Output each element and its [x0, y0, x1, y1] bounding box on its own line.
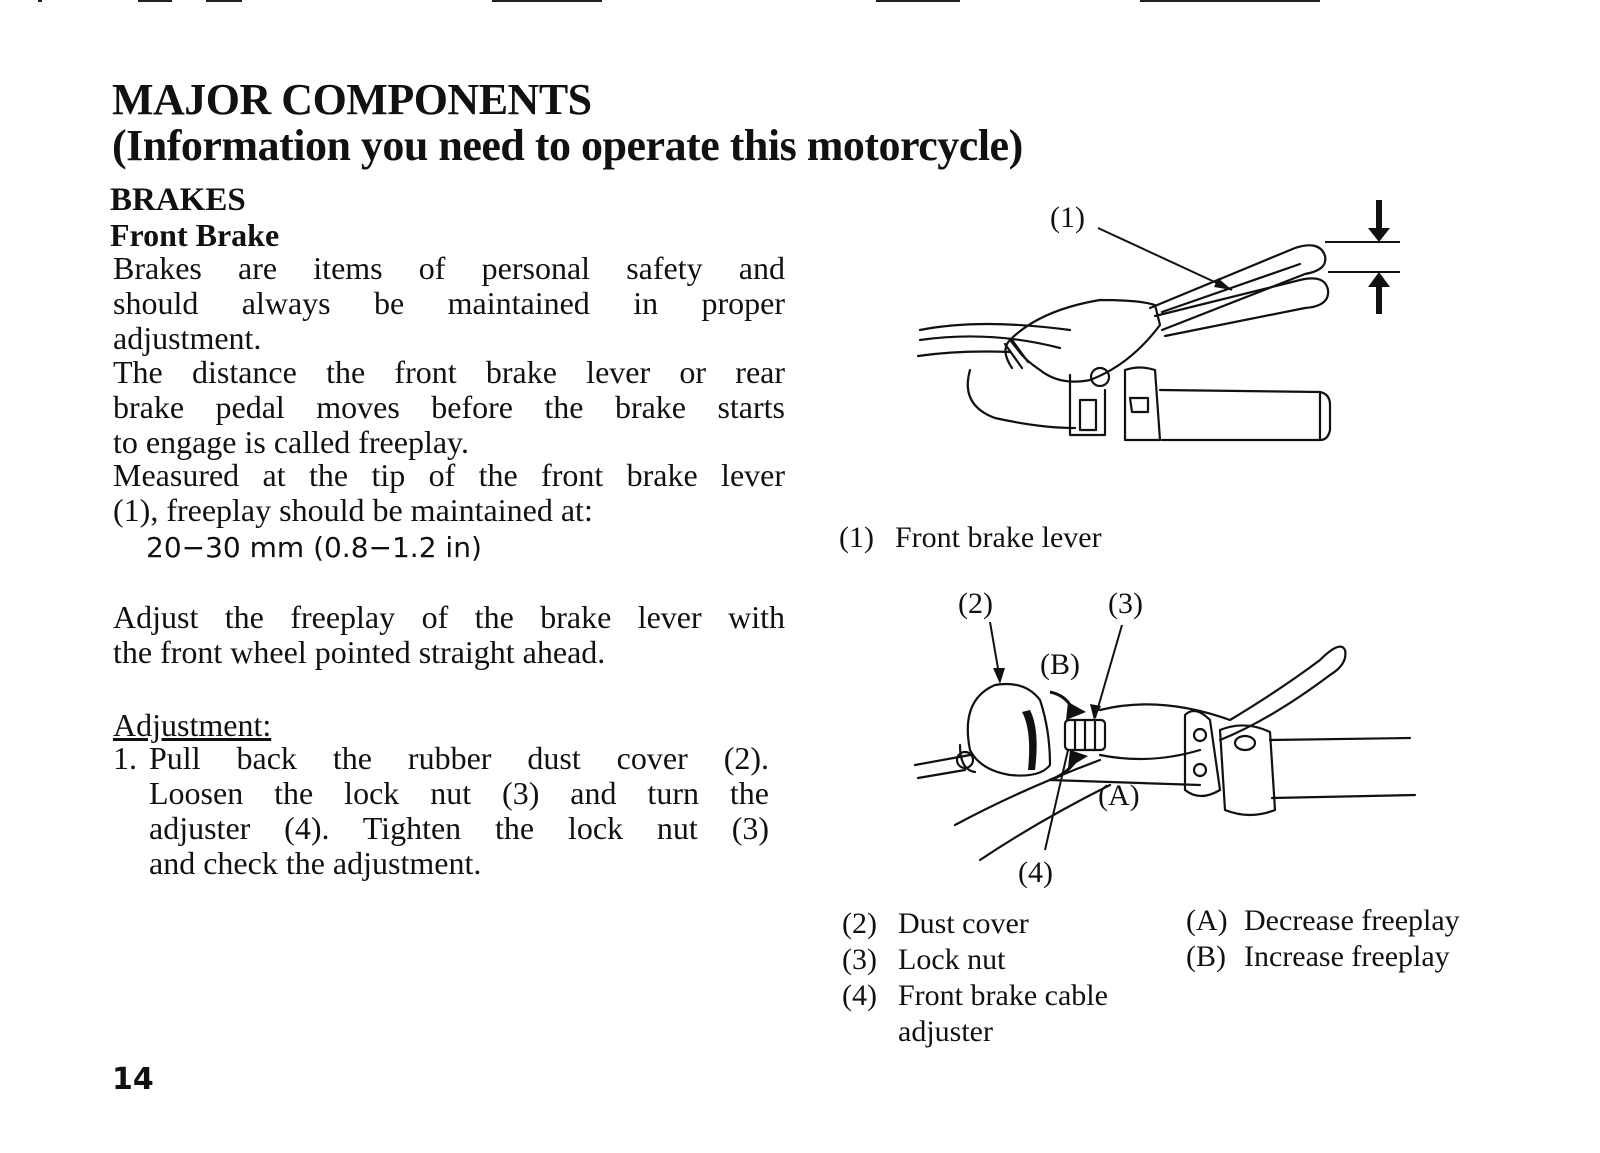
callout-1: (1)	[1050, 201, 1085, 234]
caption-text: adjuster	[898, 1015, 993, 1048]
text-line: adjustment.	[113, 320, 262, 356]
caption-text: Front brake cable	[898, 979, 1108, 1012]
figure2-caption-list: (2) Dust cover (3) Lock nut (4) Front brake…	[842, 906, 1108, 1050]
caption-item: (A) Decrease freeplay	[1186, 903, 1460, 939]
figure-front-brake-lever: (1)	[916, 200, 1400, 442]
figure-brake-cable-adjuster: (2) (3) (B) (A) (4)	[913, 587, 1417, 889]
caption-number: (B)	[1186, 940, 1226, 973]
brake-lever-upper	[1148, 244, 1327, 332]
text-line: brake pedal moves before the brake start…	[113, 389, 785, 425]
section-heading: BRAKES	[110, 182, 246, 218]
text-line: and check the adjustment.	[149, 845, 482, 881]
paragraph-safety: Brakes are items of personal safety and …	[113, 251, 785, 356]
figure1-caption: (1) Front brake lever	[839, 520, 1102, 556]
caption-number: (4)	[842, 979, 877, 1012]
caption-item: (B) Increase freeplay	[1186, 939, 1460, 975]
paragraph-measurement: Measured at the tip of the front brake l…	[113, 458, 785, 528]
dust-cover	[966, 682, 1052, 777]
subsection-heading: Front Brake	[110, 217, 280, 253]
caption-item: (3) Lock nut	[842, 942, 1108, 978]
text-line: Pull back the rubber dust cover (2).	[149, 740, 769, 776]
figure2-caption-legend: (A) Decrease freeplay (B) Increase freepla…	[1186, 903, 1460, 975]
text-line: the front wheel pointed straight ahead.	[113, 634, 606, 670]
brake-lever-lower	[1153, 277, 1330, 338]
text-line: Adjust the freeplay of the brake lever w…	[113, 599, 785, 635]
paragraph-adjust-instruction: Adjust the freeplay of the brake lever w…	[113, 600, 785, 670]
page-subtitle: (Information you need to operate this mo…	[112, 121, 1023, 170]
top-edge-marks	[0, 0, 1600, 6]
callout-a: (A)	[1098, 779, 1140, 812]
caption-text: Decrease freeplay	[1244, 904, 1460, 937]
arrow-up-icon	[1376, 286, 1382, 314]
caption-text: Lock nut	[898, 943, 1006, 976]
paragraph-freeplay-definition: The distance the front brake lever or re…	[113, 355, 785, 460]
caption-number: (1)	[839, 521, 874, 554]
text-line: adjuster (4). Tighten the lock nut (3)	[149, 810, 769, 846]
text-line: The distance the front brake lever or re…	[113, 354, 785, 390]
text-line: Loosen the lock nut (3) and turn the	[149, 775, 769, 811]
adjustment-heading-text: Adjustment:	[113, 707, 272, 743]
adjustment-heading: Adjustment:	[113, 708, 785, 743]
caption-item: (4) Front brake cable	[842, 978, 1108, 1014]
caption-item: (2) Dust cover	[842, 906, 1108, 942]
lever-perch	[1008, 298, 1162, 383]
caption-text: Dust cover	[898, 907, 1029, 940]
caption-number: (A)	[1186, 904, 1228, 937]
text-line: Measured at the tip of the front brake l…	[113, 457, 785, 493]
page-title: MAJOR COMPONENTS	[112, 75, 592, 124]
caption-text: Increase freeplay	[1244, 940, 1450, 973]
text-line: (1), freeplay should be maintained at:	[113, 492, 593, 528]
cable-line	[918, 322, 1072, 332]
page-number: 14	[112, 1062, 154, 1097]
caption-text: Front brake lever	[895, 521, 1102, 554]
caption-number: (3)	[842, 943, 877, 976]
text-line: should always be maintained in proper	[113, 285, 785, 321]
arrow-down-icon	[1376, 200, 1382, 230]
adjustment-step: Pull back the rubber dust cover (2). Loo…	[149, 741, 769, 881]
rotation-arrow-icon	[1022, 710, 1037, 770]
cable-line	[918, 335, 1062, 350]
caption-item: adjuster	[842, 1014, 1108, 1050]
text-line: to engage is called freeplay.	[113, 424, 469, 460]
callout-b: (B)	[1040, 648, 1080, 681]
caption-number: (2)	[842, 907, 877, 940]
freeplay-spec: 20−30 mm (0.8−1.2 in)	[146, 531, 482, 564]
callout-3: (3)	[1108, 587, 1143, 620]
callout-2: (2)	[958, 587, 993, 620]
text-line: Brakes are items of personal safety and	[113, 250, 785, 286]
adjustment-step-number: 1.	[113, 740, 137, 776]
callout-4: (4)	[1018, 856, 1053, 889]
